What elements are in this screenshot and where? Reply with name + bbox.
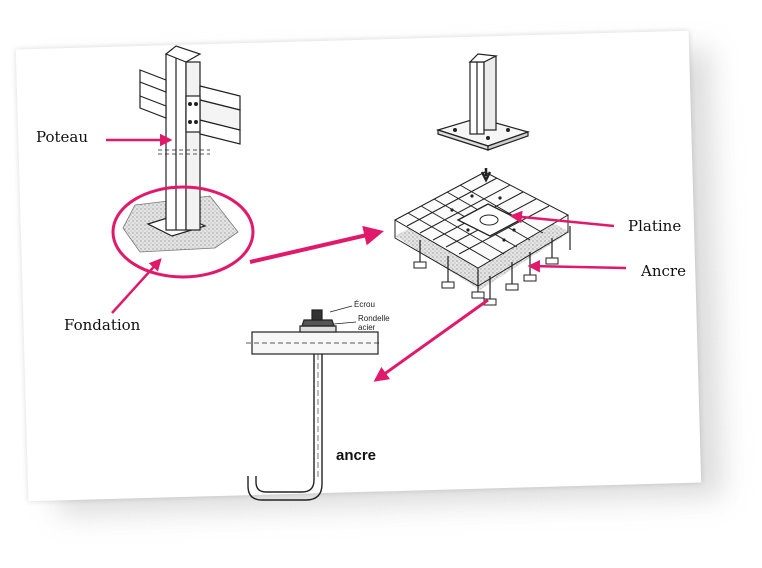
ancre-arrow: [527, 259, 627, 273]
detail-anchor-rod: [255, 354, 315, 493]
label-platine: Platine: [628, 217, 682, 235]
label-ancre-right: Ancre: [641, 262, 686, 280]
anchor-grid: [393, 168, 571, 306]
arrow-to-detail: [373, 298, 489, 382]
detail-nut: [301, 319, 335, 327]
beam-left: [139, 69, 167, 93]
label-poteau: Poteau: [36, 128, 89, 146]
platine-arrow: [509, 210, 615, 228]
label-ecrou: Écrou: [354, 300, 375, 309]
label-rondelle: Rondelle: [358, 314, 390, 323]
fondation-arrow: [111, 258, 162, 314]
label-ancre-bottom: ancre: [336, 447, 377, 464]
detail-washer: [299, 325, 337, 333]
label-fondation: Fondation: [64, 316, 141, 334]
connection-plate: [185, 95, 201, 133]
column-on-plate: [435, 53, 530, 151]
anchor-bolt-detail: [246, 305, 382, 501]
column-assembly: [122, 45, 241, 253]
foundation-highlight-ellipse: [111, 185, 255, 279]
label-acier: acier: [358, 323, 376, 332]
main-arrow-to-grid: [249, 225, 384, 264]
